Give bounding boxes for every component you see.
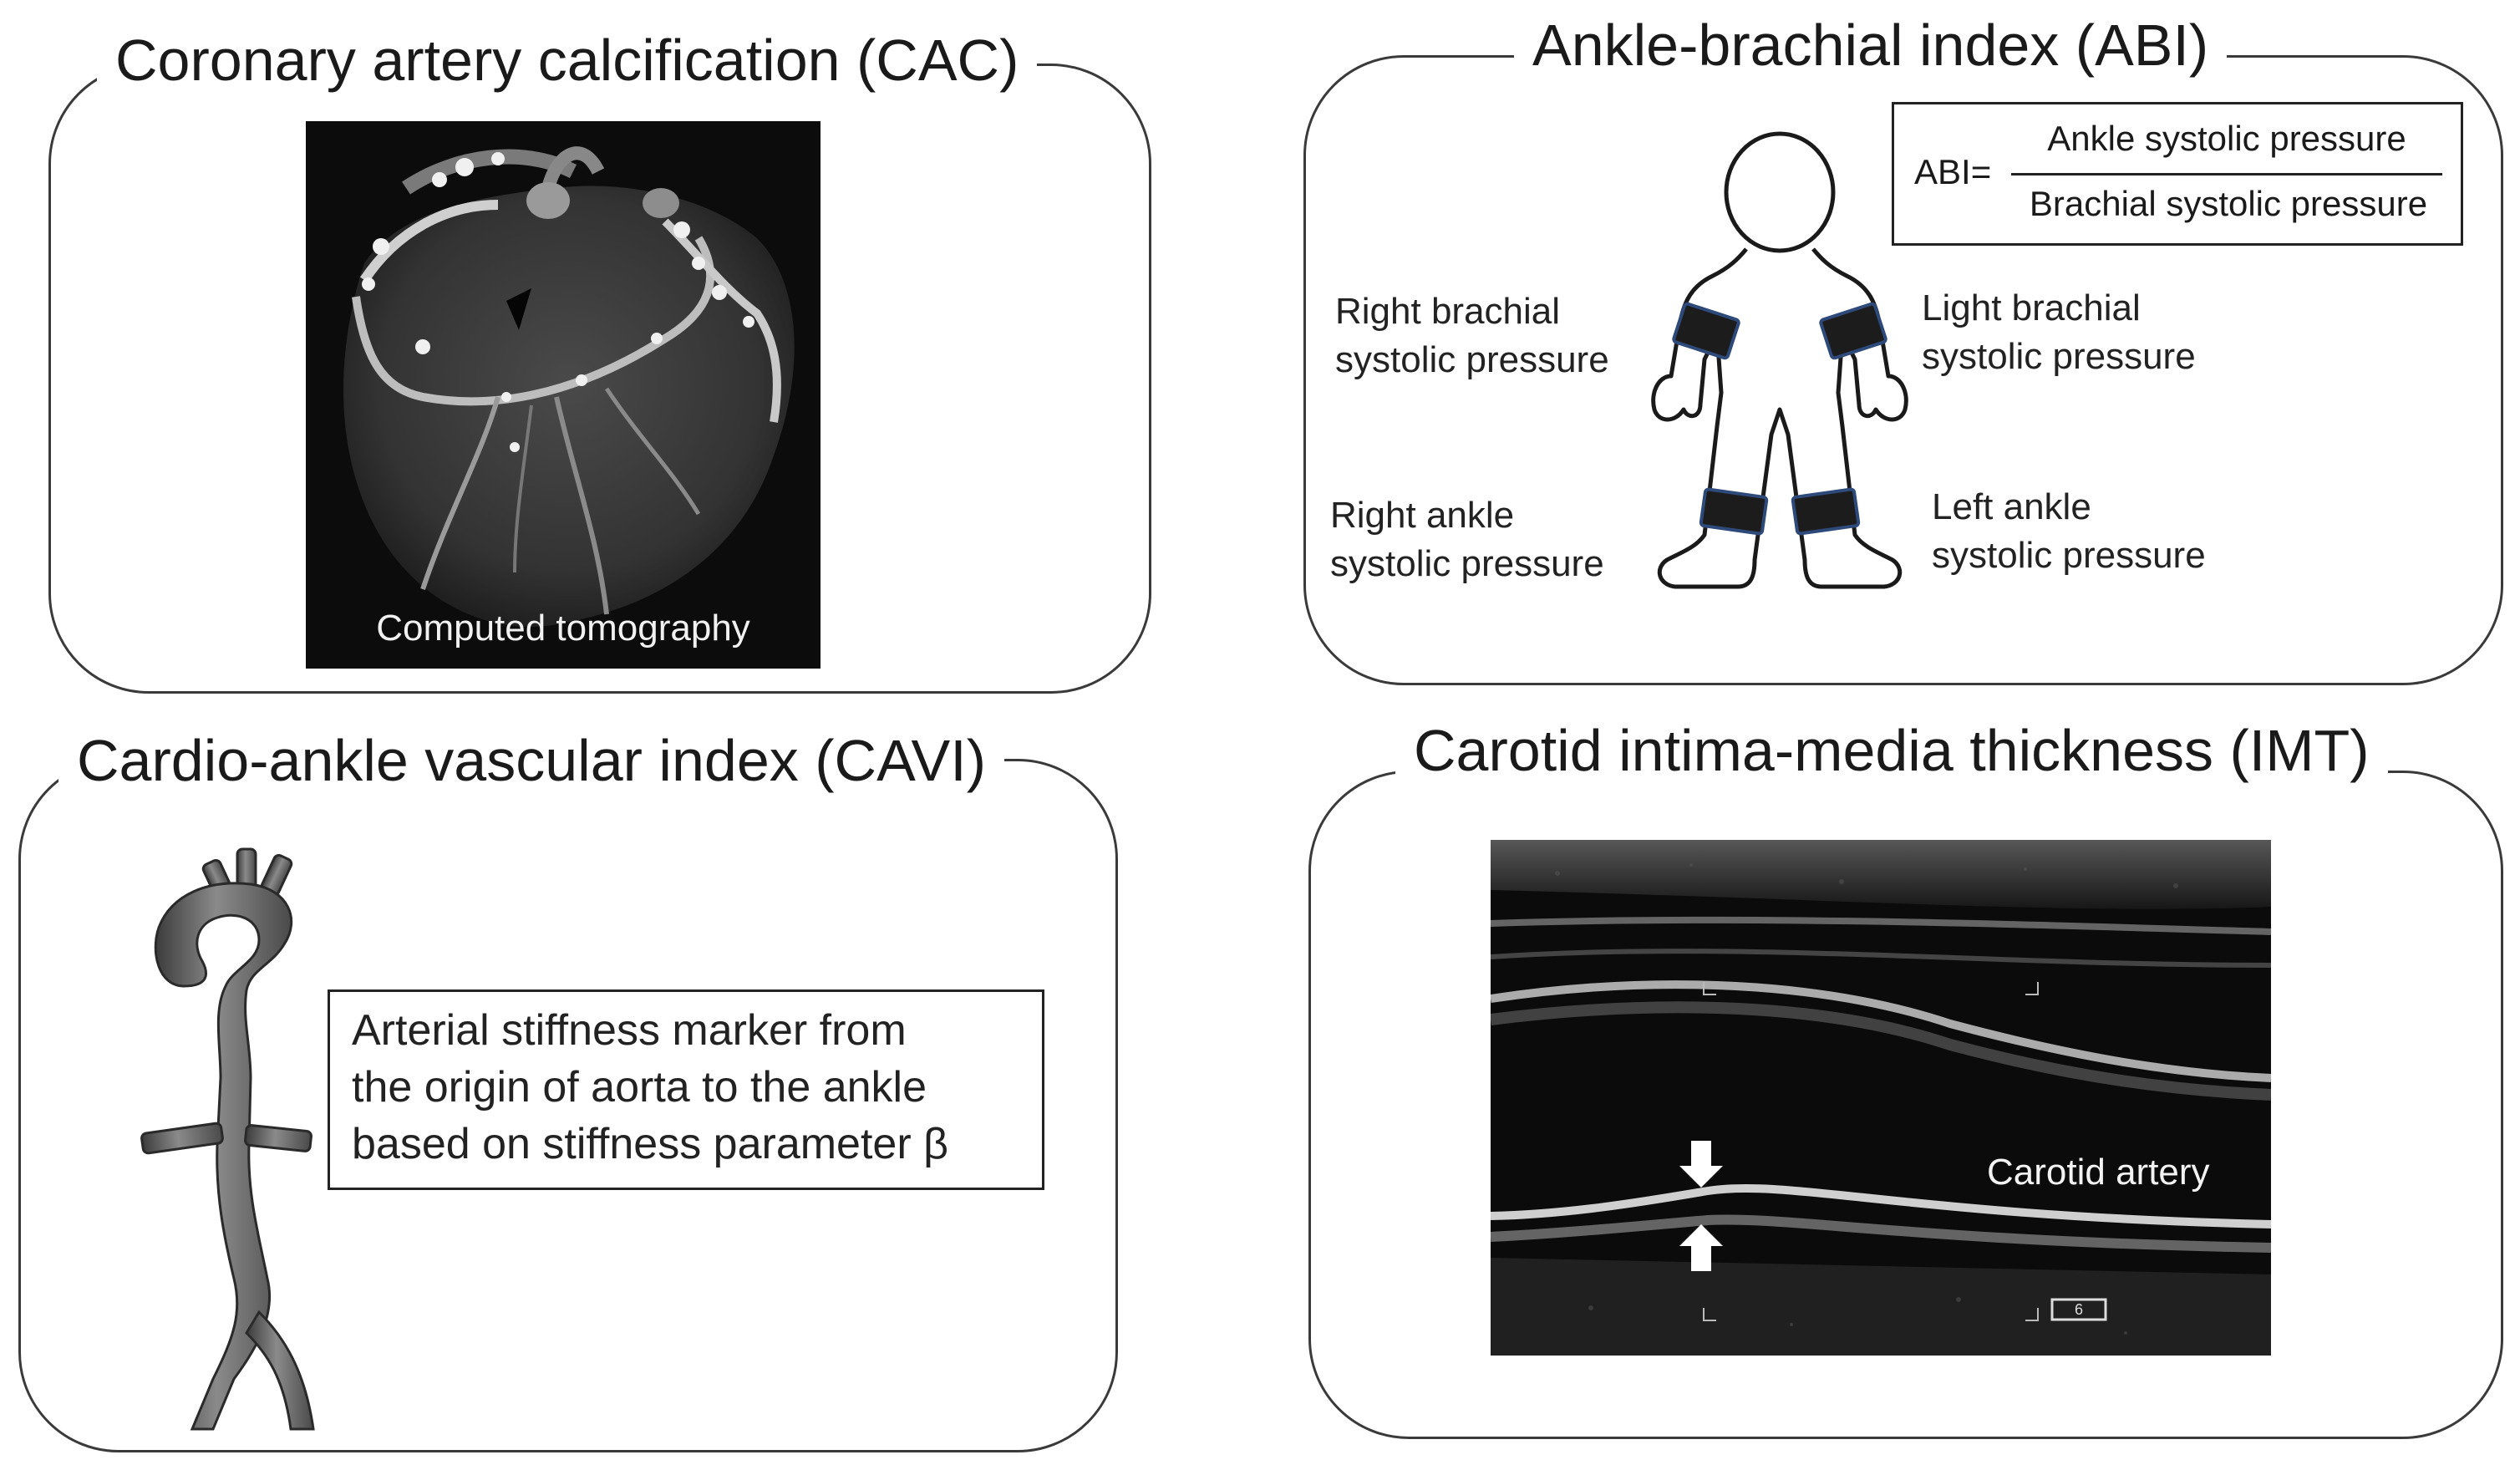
arrow-down-icon <box>1679 1141 1723 1188</box>
label-left-ankle: Left ankle systolic pressure <box>1932 486 2206 576</box>
cavi-description-line: the origin of aorta to the ankle <box>352 1063 927 1111</box>
ct-heart-graphic <box>343 146 795 627</box>
cavi-description-line: Arterial stiffness marker from <box>352 1006 907 1055</box>
abi-title: Ankle-brachial index (ABI) <box>1514 10 2228 80</box>
cavi-description-box: Arterial stiffness marker from the origi… <box>328 989 1044 1190</box>
abi-formula-fraction-bar <box>2011 173 2442 175</box>
scale-marker: 6 <box>2074 1301 2083 1318</box>
cavi-title: Cardio-ankle vascular index (CAVI) <box>58 725 1005 796</box>
ultrasound-graphic <box>1491 840 2271 1356</box>
imt-title: Carotid intima-media thickness (IMT) <box>1395 715 2388 786</box>
right-arm-cuff <box>1672 302 1740 360</box>
imt-arrows <box>1679 1141 1723 1271</box>
aorta-3d-model <box>140 847 315 1431</box>
ultrasound-image: 6 Carotid artery <box>1491 840 2271 1356</box>
abi-formula-numerator: Ankle systolic pressure <box>2047 119 2406 158</box>
body-outline-figure <box>1651 131 1908 589</box>
cavi-description-line: based on stiffness parameter β <box>352 1120 949 1168</box>
abi-formula-box: ABI= Ankle systolic pressure Brachial sy… <box>1892 102 2463 246</box>
label-right-brachial: Right brachial systolic pressure <box>1335 291 1609 380</box>
left-ankle-cuff <box>1791 487 1861 536</box>
abi-formula-lhs: ABI= <box>1914 152 1992 191</box>
label-right-ankle: Right ankle systolic pressure <box>1330 495 1604 584</box>
left-arm-cuff <box>1819 302 1887 360</box>
right-ankle-cuff <box>1699 487 1769 536</box>
cac-title: Coronary artery calcification (CAC) <box>97 25 1038 95</box>
ultrasound-caption: Carotid artery <box>1987 1152 2210 1193</box>
arrow-up-icon <box>1679 1224 1723 1271</box>
abi-formula-denominator: Brachial systolic pressure <box>2029 184 2428 223</box>
ct-image: Computed tomography <box>306 121 821 669</box>
label-light-brachial: Light brachial systolic pressure <box>1922 287 2196 377</box>
ct-caption: Computed tomography <box>376 608 750 649</box>
